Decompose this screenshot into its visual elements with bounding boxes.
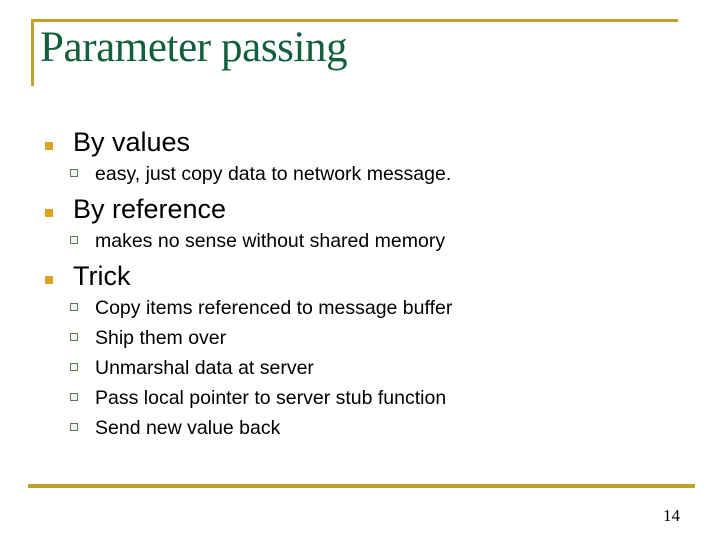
list-item: By values	[0, 126, 720, 159]
list-item-label: Send new value back	[95, 417, 281, 439]
page-title: Parameter passing	[40, 24, 348, 71]
hollow-square-bullet-icon	[70, 169, 78, 177]
list-item-label: Copy items referenced to message buffer	[95, 297, 453, 319]
hollow-square-bullet-icon	[70, 303, 78, 311]
list-item-label: Trick	[73, 261, 131, 291]
list-item: Unmarshal data at server	[0, 353, 720, 383]
list-item-label: By reference	[73, 194, 227, 224]
footer-rule-icon	[28, 484, 695, 488]
list-item-label: makes no sense without shared memory	[95, 230, 446, 252]
list-item: Pass local pointer to server stub functi…	[0, 383, 720, 413]
title-rule-horizontal-icon	[31, 19, 678, 22]
hollow-square-bullet-icon	[70, 236, 78, 244]
list-item-label: By values	[73, 127, 191, 157]
page-number: 14	[663, 506, 680, 525]
hollow-square-bullet-icon	[70, 423, 78, 431]
list-item: easy, just copy data to network message.	[0, 159, 720, 189]
list-item: makes no sense without shared memory	[0, 226, 720, 256]
list-item: Ship them over	[0, 323, 720, 353]
list-item-label: Pass local pointer to server stub functi…	[95, 387, 447, 409]
filled-square-bullet-icon	[45, 209, 53, 217]
hollow-square-bullet-icon	[70, 393, 78, 401]
list-item-label: Unmarshal data at server	[95, 357, 314, 379]
hollow-square-bullet-icon	[70, 333, 78, 341]
list-item: Send new value back	[0, 413, 720, 443]
list-item-label: Ship them over	[95, 327, 227, 349]
hollow-square-bullet-icon	[70, 363, 78, 371]
filled-square-bullet-icon	[45, 276, 53, 284]
list-item: Copy items referenced to message buffer	[0, 293, 720, 323]
bullet-list: By values easy, just copy data to networ…	[0, 126, 720, 443]
list-item: By reference	[0, 193, 720, 226]
filled-square-bullet-icon	[45, 142, 53, 150]
list-item: Trick	[0, 260, 720, 293]
title-rule-vertical-icon	[31, 19, 34, 86]
list-item-label: easy, just copy data to network message.	[95, 163, 452, 185]
